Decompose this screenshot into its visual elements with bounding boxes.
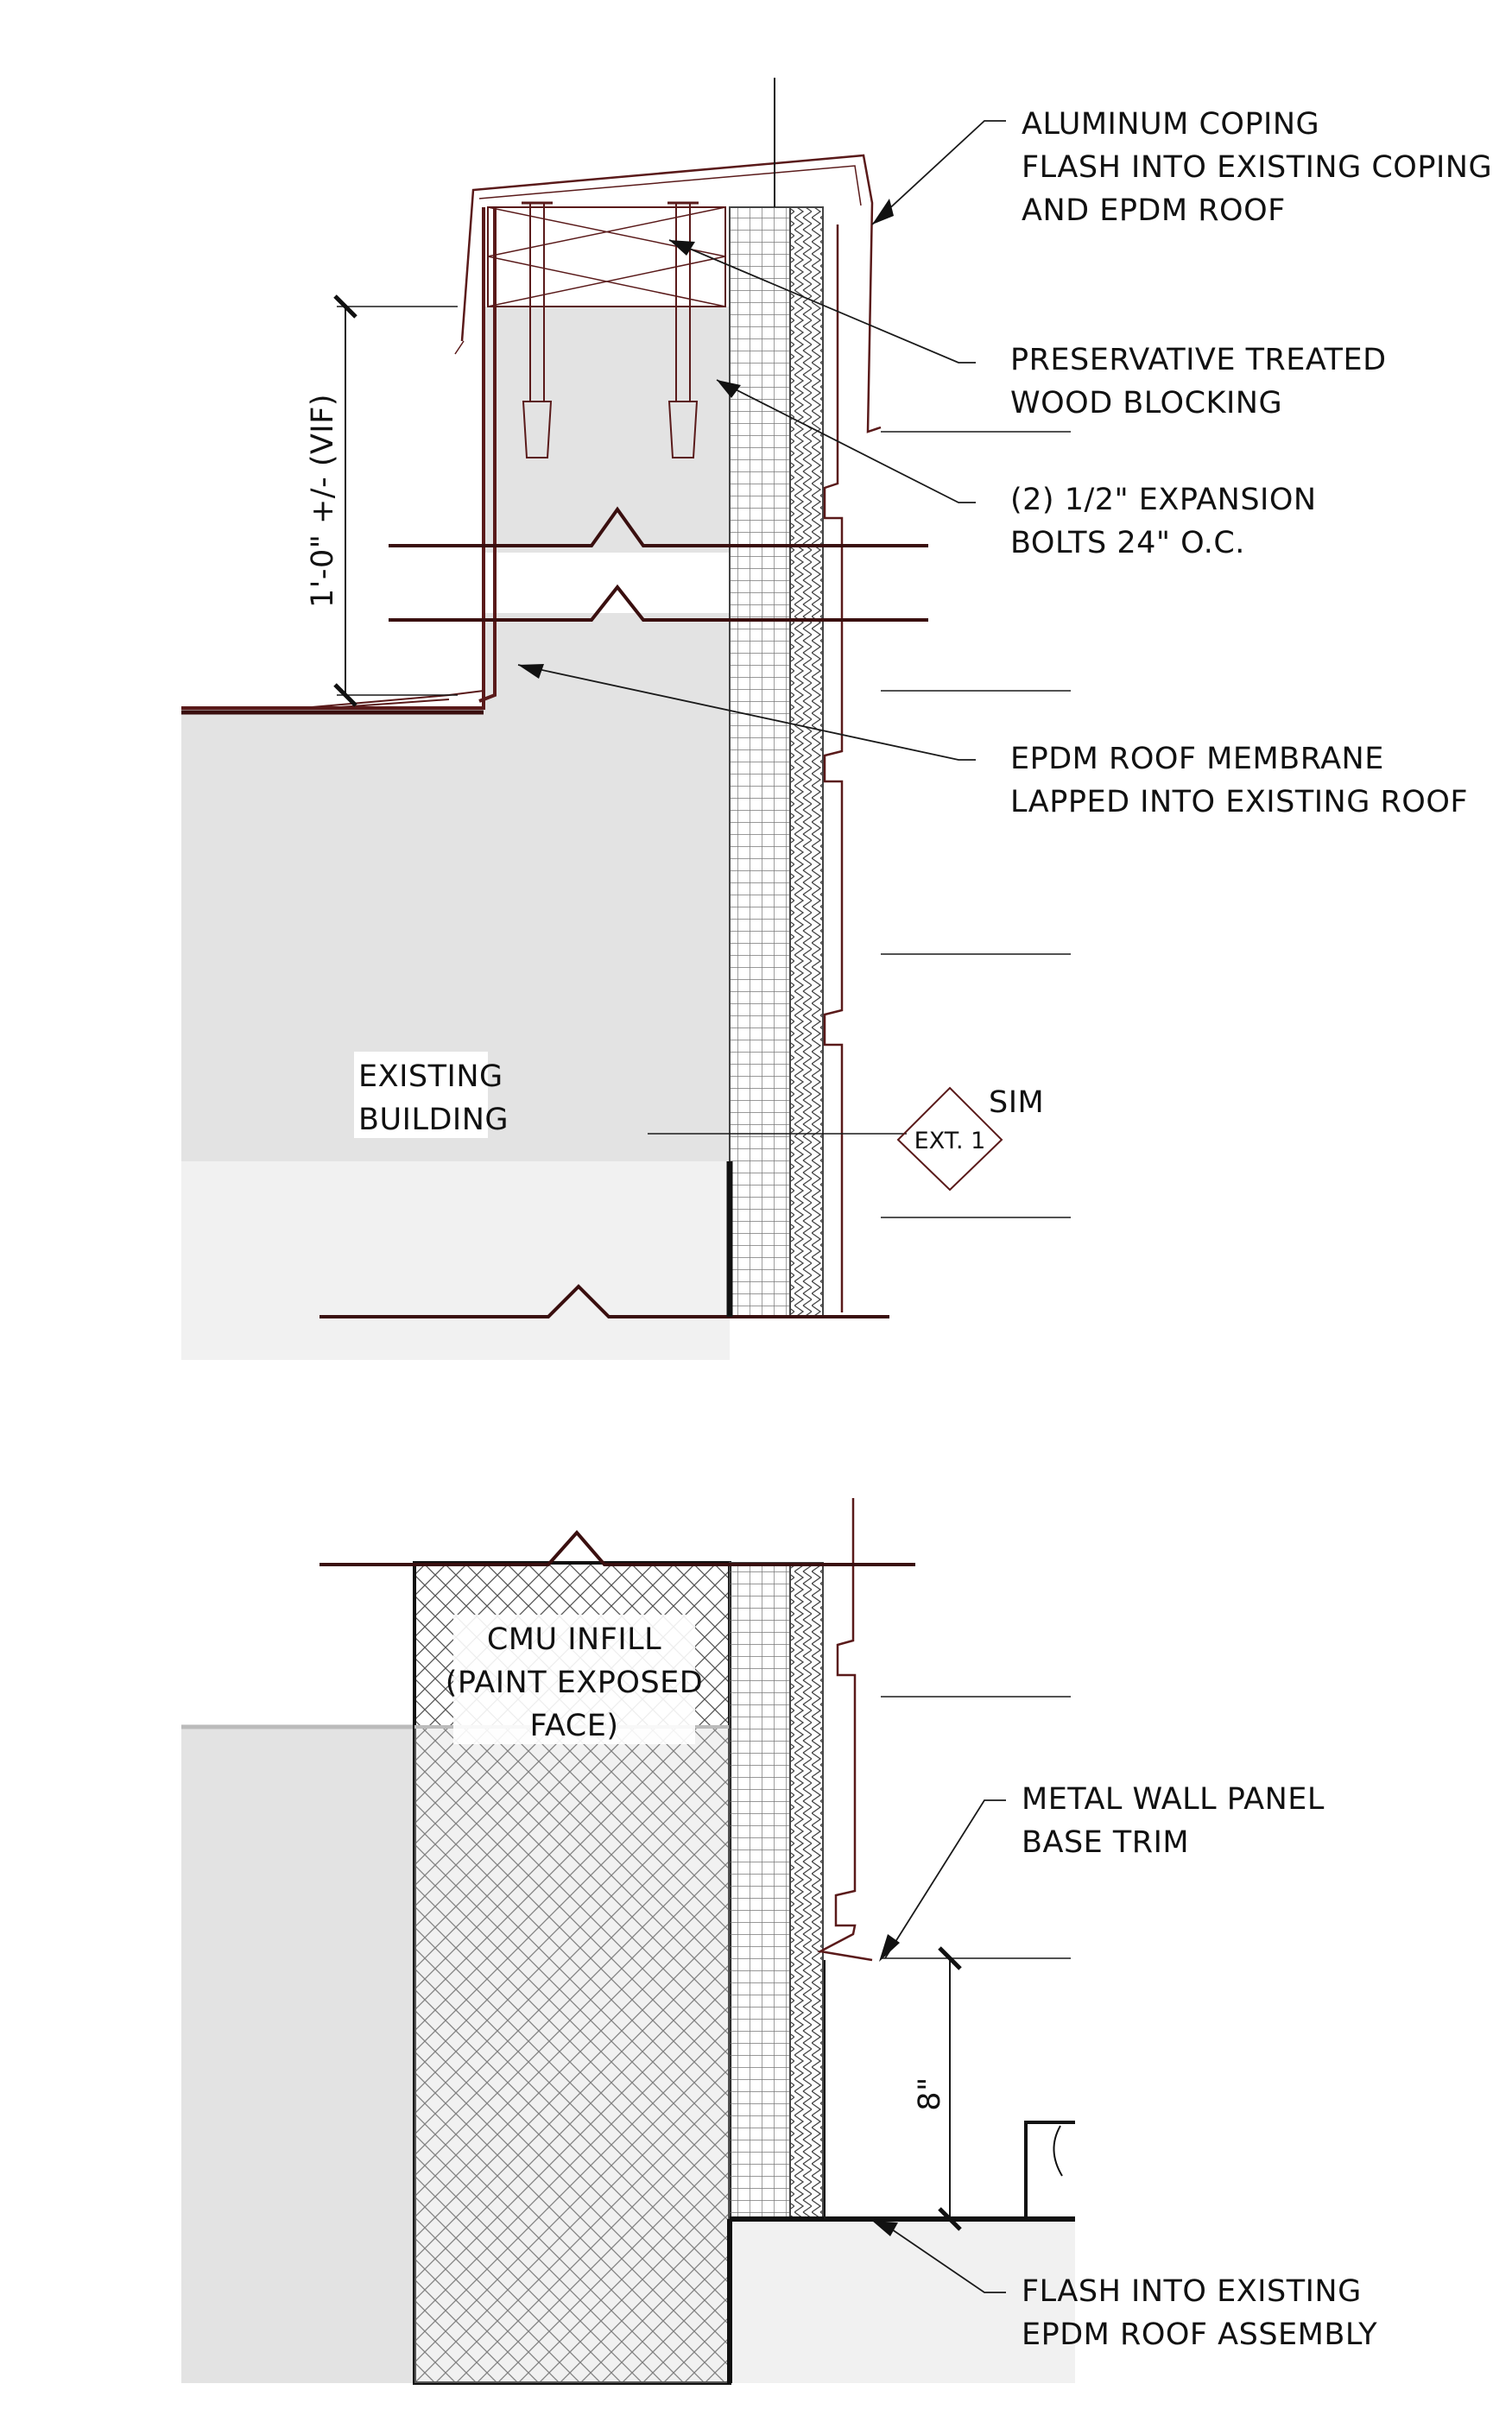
svg-text:BOLTS 24" O.C.: BOLTS 24" O.C. — [1010, 526, 1245, 560]
expansion-bolt-right — [667, 201, 699, 458]
break-line-bottom — [319, 1284, 889, 1318]
aluminum-coping — [460, 154, 882, 433]
svg-text:CMU INFILL: CMU INFILL — [487, 1622, 661, 1657]
roof-membrane — [301, 690, 484, 709]
svg-text:BASE TRIM: BASE TRIM — [1022, 1825, 1189, 1860]
svg-text:FLASH INTO EXISTING: FLASH INTO EXISTING — [1022, 2274, 1362, 2309]
svg-text:FACE): FACE) — [530, 1709, 619, 1743]
svg-text:ALUMINUM COPING: ALUMINUM COPING — [1022, 107, 1319, 142]
svg-text:FLASH INTO EXISTING COPING: FLASH INTO EXISTING COPING — [1022, 150, 1492, 185]
existing-lower-wall — [181, 1727, 414, 2383]
break-line-upper — [389, 506, 928, 547]
svg-text:EXISTING: EXISTING — [358, 1059, 503, 1094]
panel-joint-lines-lower — [881, 1696, 1071, 1959]
air-barrier-layer — [789, 206, 824, 1318]
existing-roof-fill — [730, 2219, 1075, 2383]
note-coping: ALUMINUM COPING FLASH INTO EXISTING COPI… — [1022, 107, 1492, 228]
svg-text:PRESERVATIVE TREATED: PRESERVATIVE TREATED — [1010, 343, 1387, 377]
svg-text:LAPPED INTO EXISTING ROOF: LAPPED INTO EXISTING ROOF — [1010, 785, 1468, 819]
svg-text:(PAINT EXPOSED: (PAINT EXPOSED — [446, 1666, 704, 1700]
svg-text:WOOD BLOCKING: WOOD BLOCKING — [1010, 386, 1282, 420]
base-dimension: 8" — [913, 1946, 962, 2231]
parapet-outline — [181, 207, 497, 710]
note-bolts: (2) 1/2" EXPANSION BOLTS 24" O.C. — [1010, 483, 1317, 560]
section-ref: EXT. 1 — [914, 1128, 986, 1154]
note-cmu: CMU INFILL (PAINT EXPOSED FACE) — [446, 1615, 704, 1744]
break-gap-fill — [484, 553, 734, 613]
note-flash: FLASH INTO EXISTING EPDM ROOF ASSEMBLY — [1022, 2274, 1377, 2352]
rigid-insulation — [729, 206, 791, 1318]
existing-building-fill — [181, 307, 730, 1161]
note-membrane: EPDM ROOF MEMBRANE LAPPED INTO EXISTING … — [1010, 742, 1468, 819]
expansion-bolt-left — [522, 201, 553, 458]
wood-blocking — [487, 206, 726, 307]
lower-detail: 8" CMU INFILL (PAINT EXPOSED FACE) METAL… — [181, 1498, 1377, 2385]
svg-text:BUILDING: BUILDING — [358, 1103, 509, 1137]
metal-wall-panel-lower — [817, 1498, 873, 1962]
parapet-height-label: 1'-0" +/- (VIF) — [306, 394, 340, 608]
existing-lower-fill — [181, 1161, 730, 1360]
note-blocking: PRESERVATIVE TREATED WOOD BLOCKING — [1010, 343, 1387, 420]
base-height-label: 8" — [913, 2077, 947, 2110]
metal-wall-panel — [823, 224, 844, 1312]
parapet-dimension: 1'-0" +/- (VIF) — [306, 294, 458, 707]
svg-text:AND EPDM ROOF: AND EPDM ROOF — [1022, 193, 1286, 228]
air-barrier-lower — [789, 1562, 824, 2220]
section-sim: SIM — [989, 1085, 1044, 1120]
panel-joint-lines — [648, 431, 1071, 1218]
note-base-trim: METAL WALL PANEL BASE TRIM — [1022, 1782, 1325, 1860]
svg-text:EPDM ROOF ASSEMBLY: EPDM ROOF ASSEMBLY — [1022, 2317, 1377, 2352]
arrowheads-upper — [518, 199, 894, 679]
break-line-lower — [319, 1529, 915, 1566]
note-existing-building: EXISTING BUILDING — [354, 1052, 509, 1138]
door-frame — [1024, 2121, 1075, 2219]
svg-text:EPDM ROOF MEMBRANE: EPDM ROOF MEMBRANE — [1010, 742, 1384, 776]
svg-text:METAL WALL PANEL: METAL WALL PANEL — [1022, 1782, 1325, 1817]
leaders-upper — [517, 120, 1006, 761]
leaders-lower — [884, 1799, 1006, 2293]
break-line-upper-2 — [389, 584, 928, 622]
arrowheads-lower — [872, 1934, 900, 2236]
section-tag: EXT. 1 SIM — [896, 1085, 1044, 1192]
upper-detail: 1'-0" +/- (VIF) EXT. 1 SIM ALUMINUM COPI… — [181, 78, 1492, 1360]
roof-edge — [727, 2216, 1075, 2383]
rigid-insulation-lower — [729, 1562, 791, 2220]
svg-text:(2) 1/2" EXPANSION: (2) 1/2" EXPANSION — [1010, 483, 1317, 517]
